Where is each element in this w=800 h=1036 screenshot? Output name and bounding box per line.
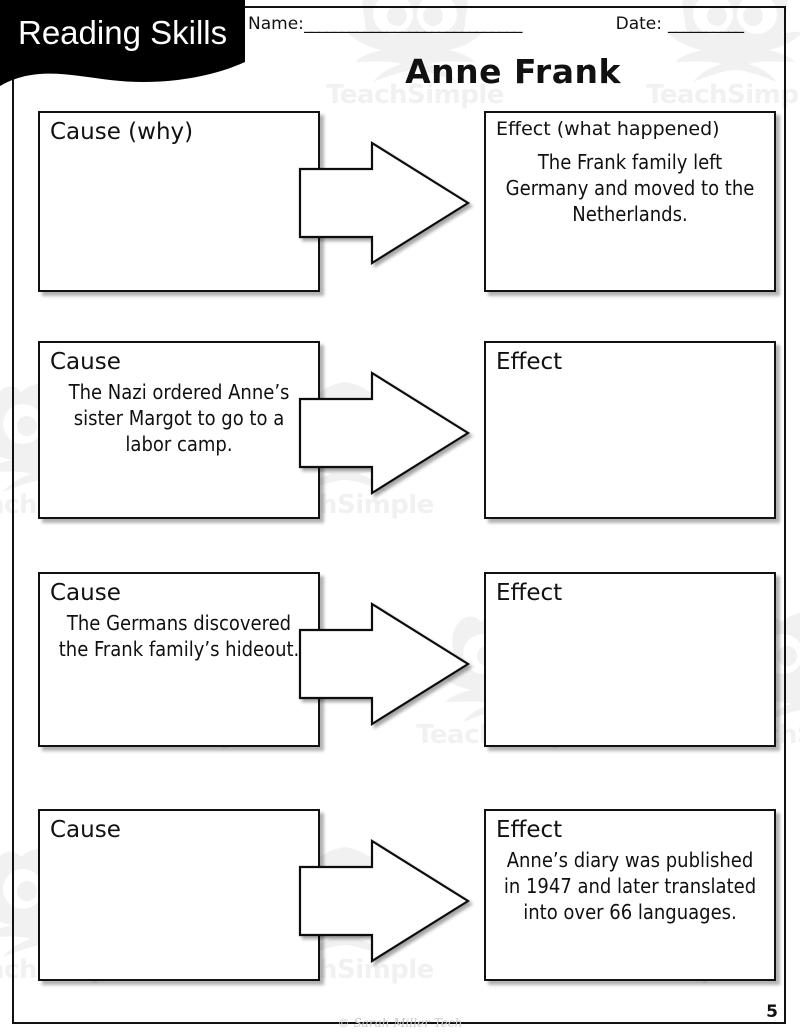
cause-effect-row: Cause (why) Effect (what happened) The F… [0, 111, 800, 292]
cause-effect-row: Cause The Germans discovered the Frank f… [0, 572, 800, 753]
cause-text[interactable]: The Nazi ordered Anne’s sister Margot to… [68, 380, 290, 457]
cause-heading: Cause (why) [50, 119, 194, 145]
effect-text[interactable]: The Frank family left Germany and moved … [505, 149, 755, 226]
cause-text[interactable]: The Germans discovered the Frank family’… [58, 611, 300, 662]
cause-box[interactable]: Cause [38, 809, 320, 981]
flow-arrow-icon [298, 133, 490, 273]
flow-arrow-icon [298, 831, 490, 971]
effect-box[interactable]: Effect (what happened) The Frank family … [484, 111, 776, 292]
banner-title: Reading Skills [18, 14, 228, 51]
effect-heading: Effect [496, 580, 563, 606]
page-number: 5 [766, 1002, 778, 1022]
cause-box[interactable]: Cause The Nazi ordered Anne’s sister Mar… [38, 341, 320, 519]
cause-heading: Cause [50, 349, 121, 375]
effect-box[interactable]: Effect Anne’s diary was published in 194… [484, 809, 776, 981]
flow-arrow-icon [298, 363, 490, 503]
reading-skills-banner: Reading Skills [0, 0, 300, 110]
effect-heading: Effect [496, 817, 563, 843]
name-label: Name: [248, 14, 304, 34]
effect-box[interactable]: Effect [484, 572, 776, 747]
copyright-credit: © Sarah Miller Tech [337, 1016, 463, 1030]
cause-effect-row: Cause Effect Anne’s diary was published … [0, 809, 800, 990]
cause-heading: Cause [50, 817, 121, 843]
cause-heading: Cause [50, 580, 121, 606]
cause-box[interactable]: Cause The Germans discovered the Frank f… [38, 572, 320, 747]
effect-heading: Effect [496, 349, 563, 375]
effect-text[interactable]: Anne’s diary was published in 1947 and l… [503, 848, 757, 925]
flow-arrow-icon [298, 594, 490, 734]
effect-box[interactable]: Effect [484, 341, 776, 519]
date-label: Date: [615, 14, 662, 34]
cause-box[interactable]: Cause (why) [38, 111, 320, 292]
cause-effect-row: Cause The Nazi ordered Anne’s sister Mar… [0, 341, 800, 522]
effect-heading: Effect (what happened) [496, 118, 720, 140]
